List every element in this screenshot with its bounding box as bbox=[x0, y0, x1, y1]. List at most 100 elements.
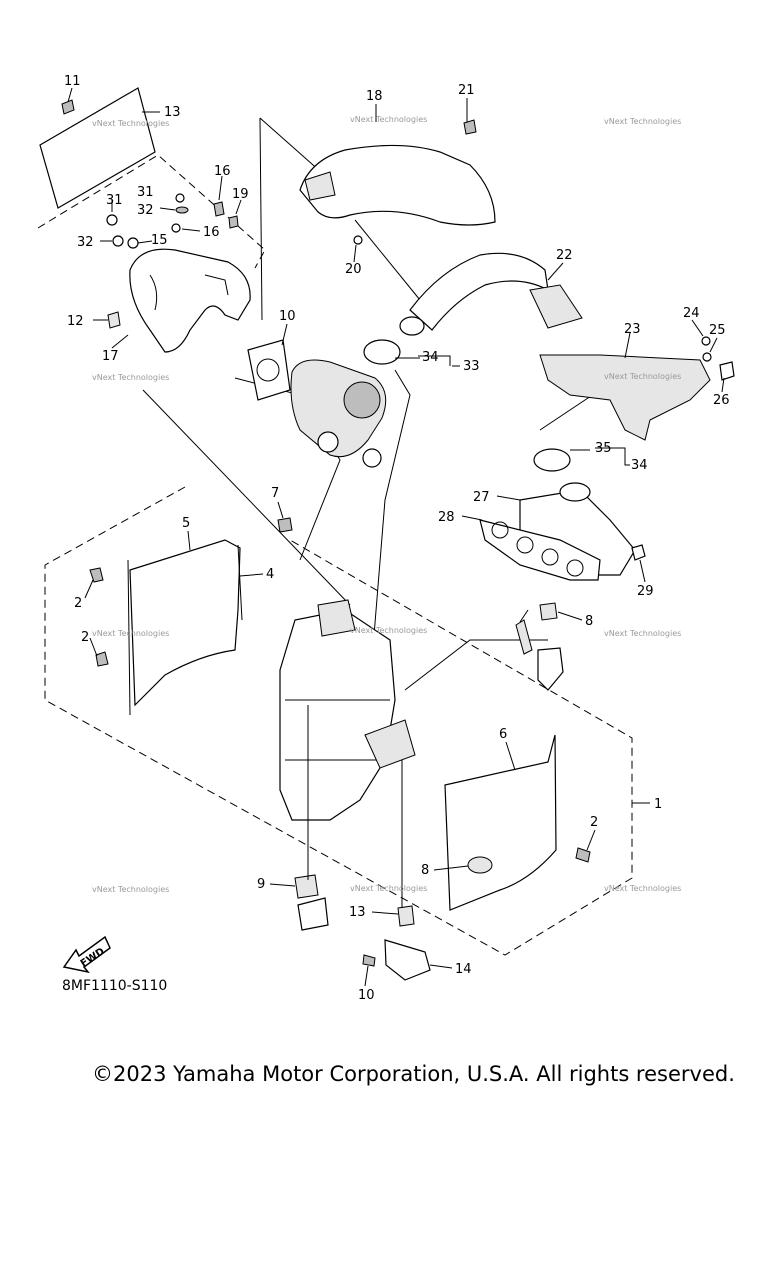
callout-label: 11 bbox=[64, 74, 81, 89]
watermark: vNext Technologies bbox=[604, 629, 681, 638]
callout-labels: 11 13 31 32 31 32 15 16 16 19 12 17 18 2… bbox=[64, 74, 730, 1003]
shield-24 bbox=[539, 354, 711, 441]
muffler-inlet-hose bbox=[317, 599, 356, 637]
callout-label: 28 bbox=[438, 510, 455, 525]
bolt-22 bbox=[463, 119, 477, 135]
leader-lines bbox=[67, 87, 725, 987]
pipe-23-flange bbox=[399, 316, 425, 336]
callout-label: 32 bbox=[137, 203, 154, 218]
gasket-10-port bbox=[256, 358, 280, 382]
manifold-28-outlet bbox=[559, 482, 591, 502]
callout-label: 4 bbox=[266, 567, 274, 582]
callout-label: 9 bbox=[257, 877, 265, 892]
callout-label: 8 bbox=[585, 614, 593, 629]
bolt-7 bbox=[277, 517, 293, 533]
muffler-bracket bbox=[364, 719, 416, 769]
guide-line-b bbox=[142, 389, 351, 606]
forward-arrow-icon: FWD bbox=[62, 935, 111, 974]
cover-4 bbox=[129, 539, 241, 707]
exploded-parts-diagram: vNext Technologies vNext Technologies vN… bbox=[37, 74, 735, 1003]
bolt-17 bbox=[213, 201, 225, 217]
gasket-29 bbox=[479, 519, 601, 581]
callout-label: 14 bbox=[455, 962, 472, 977]
washer-32-left bbox=[112, 235, 124, 247]
washer-25 bbox=[701, 336, 711, 346]
hose-23 bbox=[529, 284, 583, 329]
callout-label: 15 bbox=[151, 233, 168, 248]
callout-label: 19 bbox=[232, 187, 249, 202]
callout-label: 25 bbox=[709, 323, 726, 338]
washer-16-right bbox=[171, 223, 181, 233]
mount-8-upper bbox=[539, 602, 558, 621]
callout-label: 2 bbox=[74, 596, 82, 611]
watermark: vNext Technologies bbox=[92, 885, 169, 894]
gasket-10 bbox=[247, 339, 291, 401]
callout-label: 35 bbox=[595, 441, 612, 456]
watermark: vNext Technologies bbox=[350, 626, 427, 635]
clamp-33-lower bbox=[533, 448, 571, 472]
watermarks: vNext Technologies vNext Technologies vN… bbox=[92, 115, 681, 894]
nut-30 bbox=[631, 544, 646, 561]
gasket-29-port-1 bbox=[491, 521, 509, 539]
callout-label: 31 bbox=[106, 193, 123, 208]
plate-15 bbox=[39, 87, 156, 209]
washer-16-left bbox=[127, 237, 139, 249]
callout-label: 32 bbox=[77, 235, 94, 250]
callout-label: 20 bbox=[345, 262, 362, 277]
callout-label: 33 bbox=[463, 359, 480, 374]
callout-label: 27 bbox=[473, 490, 490, 505]
callout-label: 18 bbox=[366, 89, 383, 104]
cover-5 bbox=[444, 734, 557, 911]
sensor-35 bbox=[515, 619, 533, 655]
upper-dashed-guide bbox=[37, 154, 266, 269]
clip-13 bbox=[107, 311, 121, 329]
gasket-29-port-4 bbox=[566, 559, 584, 577]
callout-label: 7 bbox=[271, 486, 279, 501]
callout-label: 17 bbox=[102, 349, 119, 364]
diagram-code: 8MF1110-S110 bbox=[62, 978, 168, 994]
bracket-8-lower bbox=[297, 897, 329, 931]
watermark: vNext Technologies bbox=[604, 884, 681, 893]
mount-8-lower bbox=[294, 874, 319, 899]
watermark: vNext Technologies bbox=[92, 629, 169, 638]
grommet-6 bbox=[467, 856, 493, 874]
callout-label: 13 bbox=[164, 105, 181, 120]
callout-label: 22 bbox=[556, 248, 573, 263]
callout-label: 5 bbox=[182, 516, 190, 531]
callout-label: 16 bbox=[203, 225, 220, 240]
assembly-boundary bbox=[44, 486, 633, 956]
callout-label: 31 bbox=[137, 185, 154, 200]
cover-18-detail bbox=[149, 274, 229, 311]
cover-18 bbox=[129, 248, 251, 353]
bracket-3 bbox=[127, 544, 243, 716]
bolt-9 bbox=[362, 954, 376, 967]
duct-19 bbox=[299, 144, 496, 226]
bracket-35 bbox=[537, 647, 564, 691]
bracket-12 bbox=[384, 939, 431, 981]
callout-label: 21 bbox=[458, 83, 475, 98]
nut-31-right bbox=[175, 193, 185, 203]
turbo-outlet bbox=[317, 431, 339, 453]
pipe-23 bbox=[409, 252, 549, 331]
bolt-2-right bbox=[575, 847, 591, 863]
callout-label: 6 bbox=[499, 727, 507, 742]
bolt-2-mid bbox=[95, 651, 109, 667]
watermark: vNext Technologies bbox=[350, 884, 427, 893]
grommet-11 bbox=[397, 905, 415, 927]
callout-label: 10 bbox=[279, 309, 296, 324]
callout-label: 29 bbox=[637, 584, 654, 599]
turbo-inlet bbox=[362, 448, 382, 468]
duct-19-flange bbox=[304, 171, 336, 201]
guide-line-d bbox=[371, 369, 411, 661]
callout-label: 8 bbox=[421, 863, 429, 878]
callout-label: 26 bbox=[713, 393, 730, 408]
callout-label: 23 bbox=[624, 322, 641, 337]
clip-27 bbox=[719, 361, 735, 381]
washer-26 bbox=[702, 352, 712, 362]
callout-label: 10 bbox=[358, 988, 375, 1003]
watermark: vNext Technologies bbox=[92, 119, 169, 128]
callout-label: 34 bbox=[422, 350, 439, 365]
muffler-body-detail bbox=[285, 699, 390, 761]
guide-line-f bbox=[354, 219, 421, 301]
callout-label: 34 bbox=[631, 458, 648, 473]
